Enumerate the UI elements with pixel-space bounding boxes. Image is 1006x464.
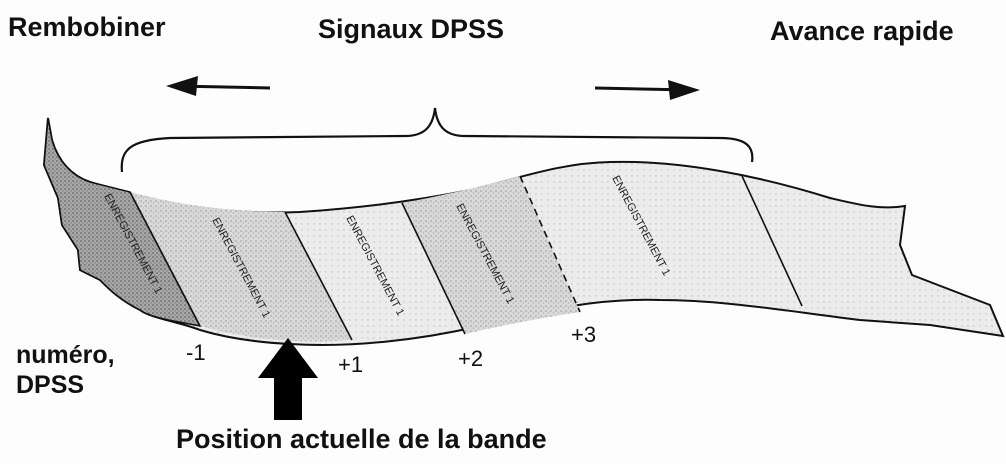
fast-forward-label: Avance rapide: [770, 16, 954, 46]
current-position-arrow: [258, 338, 318, 420]
tape-reel-end: [43, 117, 202, 328]
current-position-label: Position actuelle de la bande: [176, 424, 547, 454]
dpss-index-plus-2: +2: [458, 346, 484, 371]
fast-forward-arrow: [594, 80, 700, 100]
separator-3: [401, 202, 466, 335]
dpss-signals-brace: [120, 107, 754, 173]
separator-2: [284, 211, 353, 341]
dpss-number-label: numéro, DPSS: [16, 340, 115, 400]
dpss-index-plus-3: +3: [571, 322, 597, 347]
segment-shade-1: [130, 192, 352, 342]
dpss-index-plus-1: +1: [338, 352, 364, 377]
separator-1: [129, 191, 201, 327]
dpss-index-minus-1: -1: [186, 340, 206, 365]
dpss-signals-label: Signaux DPSS: [318, 14, 505, 44]
rewind-label: Rembobiner: [8, 12, 166, 42]
dpss-number-label-line1: numéro,: [16, 341, 115, 369]
dpss-number-label-line2: DPSS: [16, 371, 85, 399]
separator-5: [741, 175, 803, 307]
separator-4-dashed: [519, 175, 581, 313]
rewind-arrow: [166, 76, 271, 96]
